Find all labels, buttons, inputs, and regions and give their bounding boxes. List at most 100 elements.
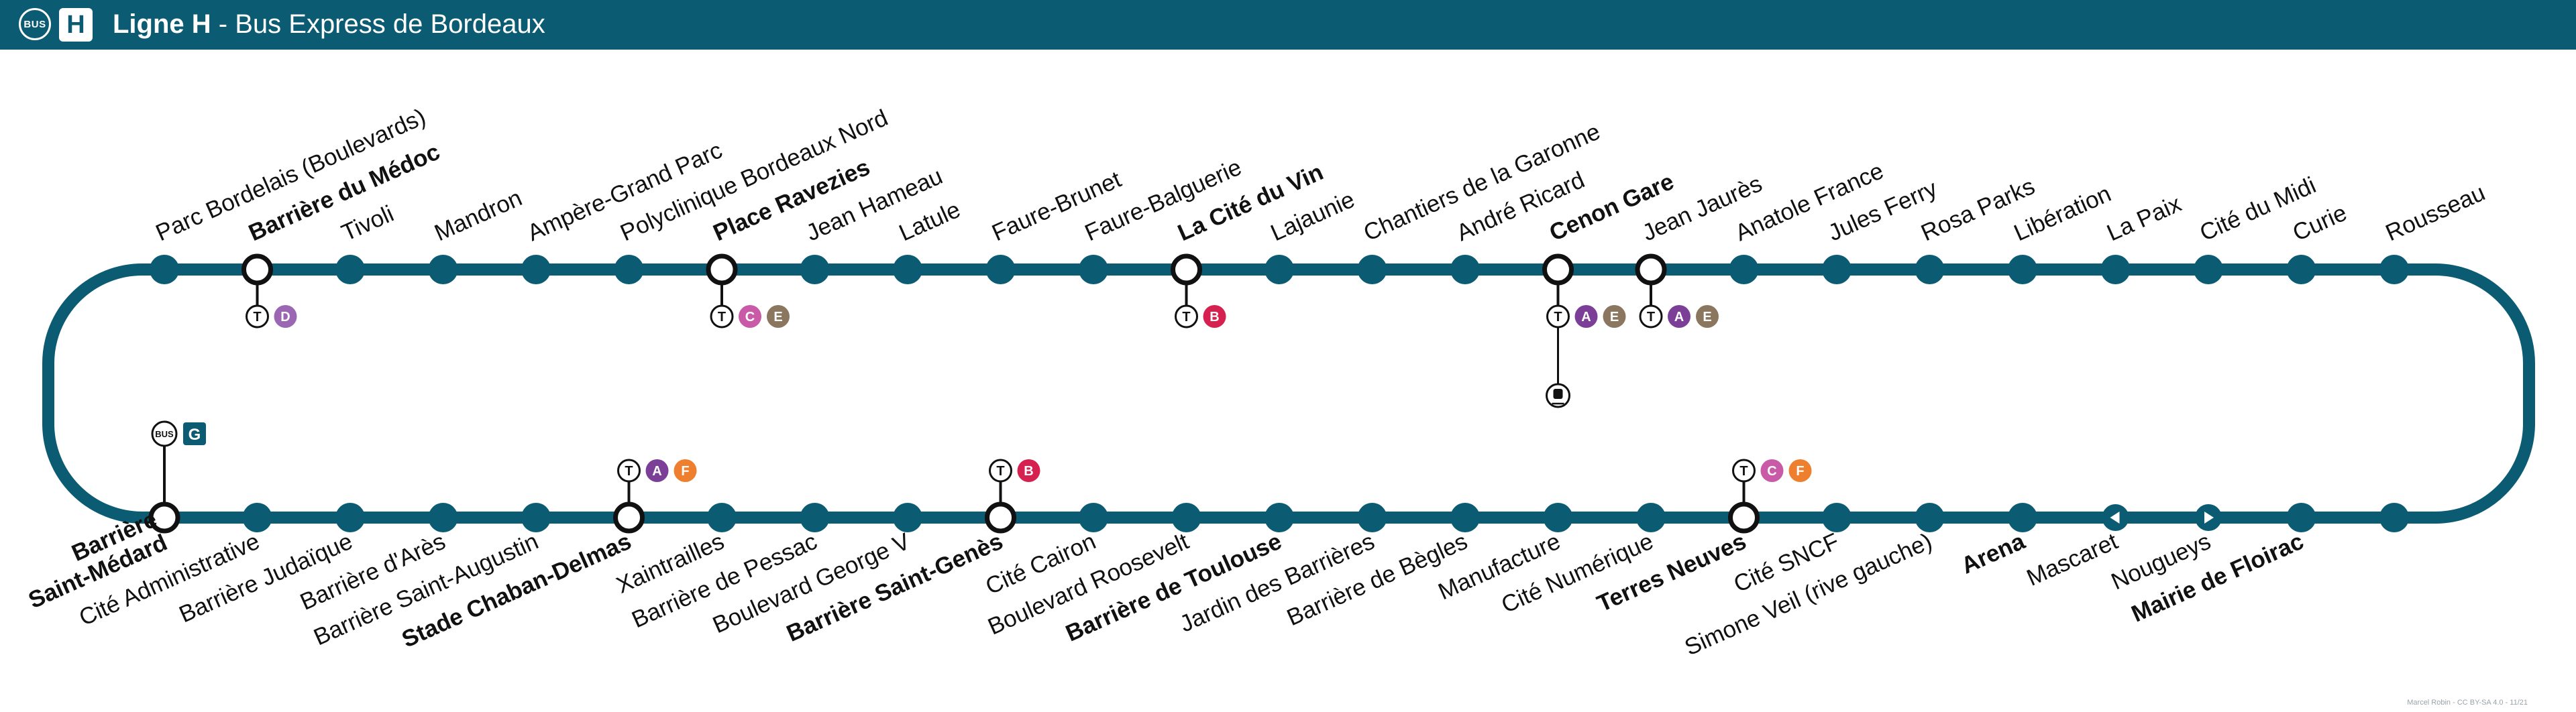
stop-manufacture-dot: [1543, 503, 1573, 532]
stop-stade-chaban-delmas-line-a-disc: [645, 459, 669, 482]
stop-andr-ricard-dot: [1450, 255, 1480, 284]
stop-cenon-gare-line-a-letter: A: [1581, 310, 1591, 324]
stop-barri-re-du-m-doc-line-d-disc: [274, 305, 297, 328]
stop-mairie-de-floirac-dot: [2286, 503, 2316, 532]
stop-jean-jaur-s-line-e-letter: E: [1703, 310, 1711, 324]
stop-arena-dot: [2008, 503, 2037, 532]
bus-icon-label: BUS: [155, 429, 174, 439]
stop-jean-hameau-dot: [800, 255, 830, 284]
stop-terres-neuves-line-f-disc: [1788, 459, 1812, 482]
line-badge: H: [59, 8, 93, 42]
stop-chantiers-de-la-garonne-dot: [1357, 255, 1387, 284]
stop-jean-jaur-s-tram-letter: T: [1647, 310, 1655, 324]
stop-barri-re-saint-m-dard-interchange-dot: [148, 501, 180, 534]
stop-barri-re-de-b-gles-dot: [1450, 503, 1480, 532]
stop-cit-num-rique-dot: [1636, 503, 1666, 532]
stop-cenon-gare-tram-ring: [1546, 304, 1570, 329]
stop-nougueys-direction-arrow-icon: [2204, 512, 2214, 524]
stop-faure-balguerie-label: Faure-Balguerie: [1081, 154, 1245, 247]
stop-place-ravezies-line-e-letter: E: [773, 310, 782, 324]
stop-barri-re-du-m-doc-tram-letter: T: [253, 310, 261, 324]
stop-rosa-parks-dot: [1915, 255, 1945, 284]
stop-cenon-gare-line-e-letter: E: [1610, 310, 1619, 324]
stop-jardin-des-barri-res-dot: [1357, 503, 1387, 532]
stop-boulevard-roosevelt-dot: [1171, 503, 1201, 532]
page-title: Ligne H - Bus Express de Bordeaux: [113, 9, 545, 40]
stop-jules-ferry-dot: [1822, 255, 1851, 284]
stop-place-ravezies-line-c-disc: [739, 305, 761, 328]
bus-line-g-letter: G: [189, 426, 201, 444]
stop-simone-veil-rive-gauche--dot: [1915, 503, 1945, 532]
bus-line-g-badge: [183, 422, 206, 445]
stop-unnamed-dot: [2379, 503, 2409, 532]
bus-icon: BUS: [19, 8, 51, 40]
stop-rousseau-dot: [2379, 255, 2409, 284]
stop-terres-neuves-interchange-dot: [1728, 501, 1760, 534]
stop-la-paix-dot: [2100, 255, 2131, 284]
stop-amp-re-grand-parc-dot: [521, 255, 551, 284]
stop-parc-bordelais-boulevards--dot: [150, 255, 179, 284]
stop-latule-dot: [893, 255, 922, 284]
stop-stade-chaban-delmas-line-f-disc: [674, 459, 697, 482]
stop-cenon-gare-tram-letter: T: [1554, 310, 1562, 324]
stop-lajaunie-dot: [1265, 255, 1294, 284]
stop-la-cit-du-vin-interchange-dot: [1171, 253, 1202, 286]
stop-mandron-label: Mandron: [431, 184, 526, 246]
credit-text: Marcel Robin - CC BY-SA 4.0 - 11/21: [2407, 699, 2528, 707]
stop-polyclinique-bordeaux-nord-dot: [614, 255, 644, 284]
stop-barri-re-du-m-doc-tram-ring: [246, 304, 269, 329]
stop-jean-jaur-s-interchange-dot: [1635, 253, 1667, 286]
stop-barri-re-saint-gen-s-line-b-disc: [1017, 459, 1040, 482]
stop-jean-jaur-s-tram-ring: [1639, 304, 1663, 329]
train-icon: [1553, 389, 1563, 399]
stop-cit-sncf-dot: [1822, 503, 1851, 532]
stop-place-ravezies-tram-ring: [710, 304, 734, 329]
stop-place-ravezies-line-c-letter: C: [745, 310, 755, 324]
stop-la-paix-label: La Paix: [2103, 190, 2186, 246]
stop-jean-jaur-s-line-a-disc: [1668, 305, 1690, 328]
stop-barri-re-saint-gen-s-tram-ring: [989, 459, 1012, 483]
stop-la-cit-du-vin-line-b-letter: B: [1210, 310, 1219, 324]
bus-icon-label: BUS: [23, 18, 46, 30]
stop-stade-chaban-delmas-line-a-letter: A: [652, 464, 661, 479]
stop-barri-re-de-pessac-dot: [800, 503, 830, 532]
stop-mascaret-direction-arrow-icon: [2110, 512, 2120, 524]
stop-barri-re-saint-gen-s-line-b-letter: B: [1024, 464, 1033, 479]
stop-arena-label: Arena: [1957, 528, 2029, 579]
stop-la-cit-du-vin-line-b-disc: [1203, 305, 1226, 328]
stop-terres-neuves-tram-ring: [1732, 459, 1756, 483]
title-line-name: Ligne H: [113, 9, 211, 39]
stop-cit-administrative-dot: [242, 503, 272, 532]
stop-jean-jaur-s-line-a-letter: A: [1674, 310, 1684, 324]
stop-la-cit-du-vin-tram-ring: [1175, 304, 1198, 329]
stop-faure-balguerie-dot: [1079, 255, 1108, 284]
stop-terres-neuves-tram-letter: T: [1739, 464, 1748, 479]
stop-barri-re-du-m-doc-interchange-dot: [241, 253, 273, 286]
stop-xaintrailles-dot: [707, 503, 737, 532]
stop-lib-ration-dot: [2008, 255, 2037, 284]
stop-jean-jaur-s-line-e-disc: [1696, 305, 1719, 328]
stop-place-ravezies-line-e-disc: [767, 305, 790, 328]
stop-terres-neuves-line-c-disc: [1760, 459, 1784, 482]
stop-tivoli-label: Tivoli: [337, 200, 397, 246]
stop-barri-re-saint-gen-s-tram-letter: T: [996, 464, 1004, 479]
title-line-description: - Bus Express de Bordeaux: [211, 9, 545, 39]
stop-barri-re-juda-que-dot: [335, 503, 365, 532]
stop-cenon-gare-line-e-disc: [1603, 305, 1626, 328]
stop-barri-re-saint-gen-s-interchange-dot: [985, 501, 1016, 534]
stop-la-cit-du-vin-tram-letter: T: [1182, 310, 1190, 324]
stop-barri-re-de-toulouse-dot: [1265, 503, 1294, 532]
header-bar: BUS H Ligne H - Bus Express de Bordeaux: [0, 0, 2576, 50]
stop-stade-chaban-delmas-interchange-dot: [613, 501, 645, 534]
stop-barri-re-du-m-doc-line-d-letter: D: [280, 310, 290, 324]
stop-place-ravezies-interchange-dot: [706, 253, 738, 286]
stop-stade-chaban-delmas-tram-ring: [617, 459, 641, 483]
stop-stade-chaban-delmas-tram-letter: T: [625, 464, 633, 479]
stop-anatole-france-dot: [1729, 255, 1759, 284]
stop-mandron-dot: [428, 255, 458, 284]
stop-faure-brunet-dot: [985, 255, 1016, 284]
stop-barri-re-d-ar-s-dot: [428, 503, 458, 532]
stop-mascaret-label: Mascaret: [2023, 528, 2122, 591]
stop-boulevard-george-v-dot: [893, 503, 922, 532]
stop-cit-cairon-dot: [1079, 503, 1108, 532]
